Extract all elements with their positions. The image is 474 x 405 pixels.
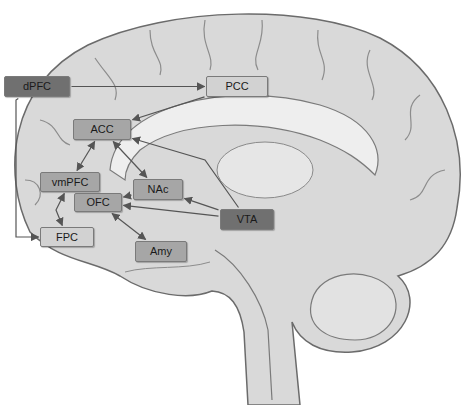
brain-outline [15,14,460,405]
connection-arrow [56,194,64,226]
connection-arrow [16,99,39,238]
region-box: Amy [135,241,187,262]
brainstem-line [215,250,272,400]
connection-arrow [133,97,205,120]
region-label: dPFC [23,81,51,92]
region-box: ACC [73,119,131,140]
region-label: vmPFC [52,177,89,188]
gyri-lines [25,20,445,205]
region-box: OFC [74,193,122,212]
connection-arrow [77,142,95,171]
region-label: NAc [148,184,169,195]
region-label: ACC [90,124,113,135]
region-box: FPC [40,227,94,247]
region-box: VTA [220,209,274,230]
region-box: vmPFC [40,172,100,192]
connection-arrow [113,142,147,178]
region-box: PCC [206,76,268,97]
cerebellum-folia [311,274,396,340]
connection-arrow [72,86,205,87]
connection-arrow [185,198,219,210]
region-box: NAc [133,179,183,200]
region-label: OFC [86,197,109,208]
region-label: FPC [56,232,78,243]
thalamus [217,142,313,198]
temporal-line [125,262,210,272]
connection-arrow [124,205,219,216]
region-label: PCC [225,81,248,92]
connection-arrow [133,139,239,208]
connection-arrow [112,214,146,240]
connection-arrow [124,195,132,197]
region-box: dPFC [4,76,70,97]
region-label: VTA [237,214,258,225]
region-label: Amy [150,246,172,257]
